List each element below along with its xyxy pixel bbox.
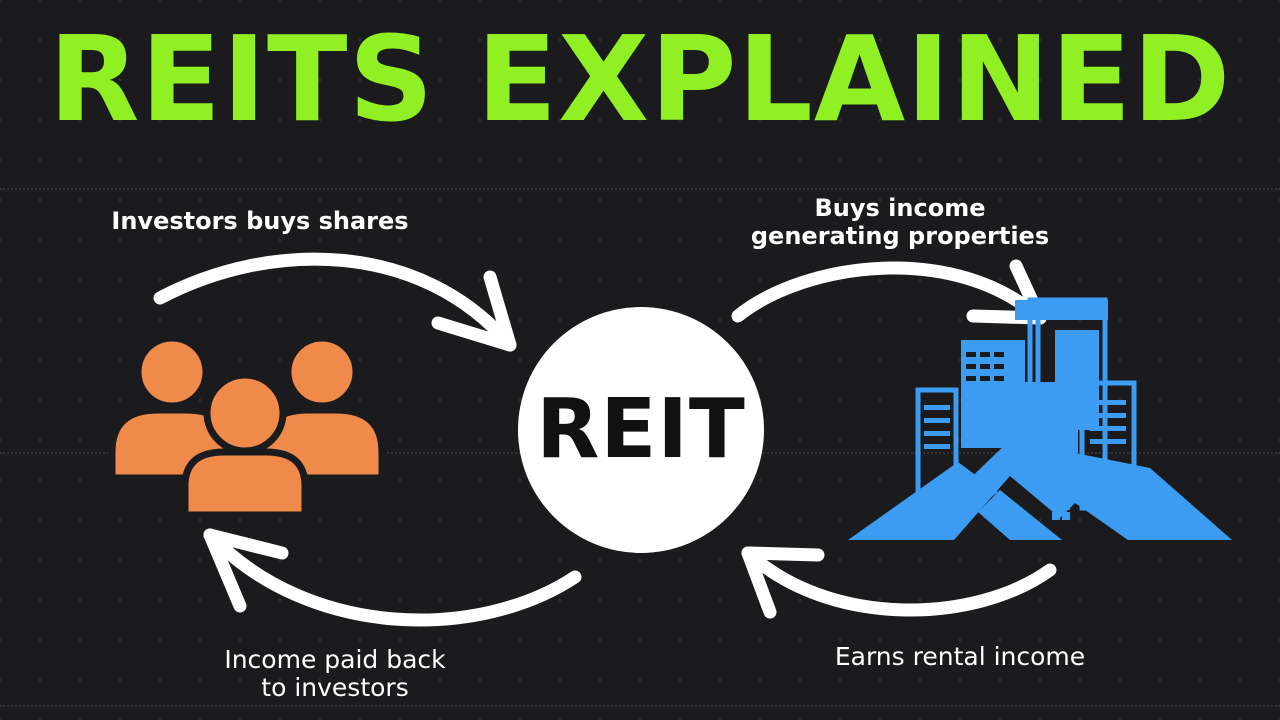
- step-earns-rental-label: Earns rental income: [834, 642, 1086, 671]
- reit-center-label: REIT: [536, 382, 746, 477]
- step-investors-buy-label: Investors buys shares: [111, 207, 409, 235]
- dotted-guide-line: [0, 188, 1280, 190]
- step-buys-properties-label: Buys income generating properties: [720, 194, 1080, 250]
- page-title: REITS EXPLAINED: [48, 10, 1232, 148]
- arrow-properties-to-reit-icon: [741, 546, 1057, 619]
- step-income-paid-line1: Income paid back: [224, 645, 446, 674]
- step-buys-properties-line2: generating properties: [750, 222, 1050, 250]
- arrow-reit-to-investors-icon: [203, 528, 582, 627]
- arrow-investors-to-reit-icon: [153, 252, 517, 352]
- step-income-paid-label: Income paid back to investors: [185, 646, 485, 702]
- step-income-paid-line2: to investors: [261, 673, 409, 702]
- reit-center-circle: REIT: [518, 307, 764, 553]
- step-buys-properties-line1: Buys income: [814, 194, 986, 222]
- dotted-guide-line: [0, 705, 1280, 707]
